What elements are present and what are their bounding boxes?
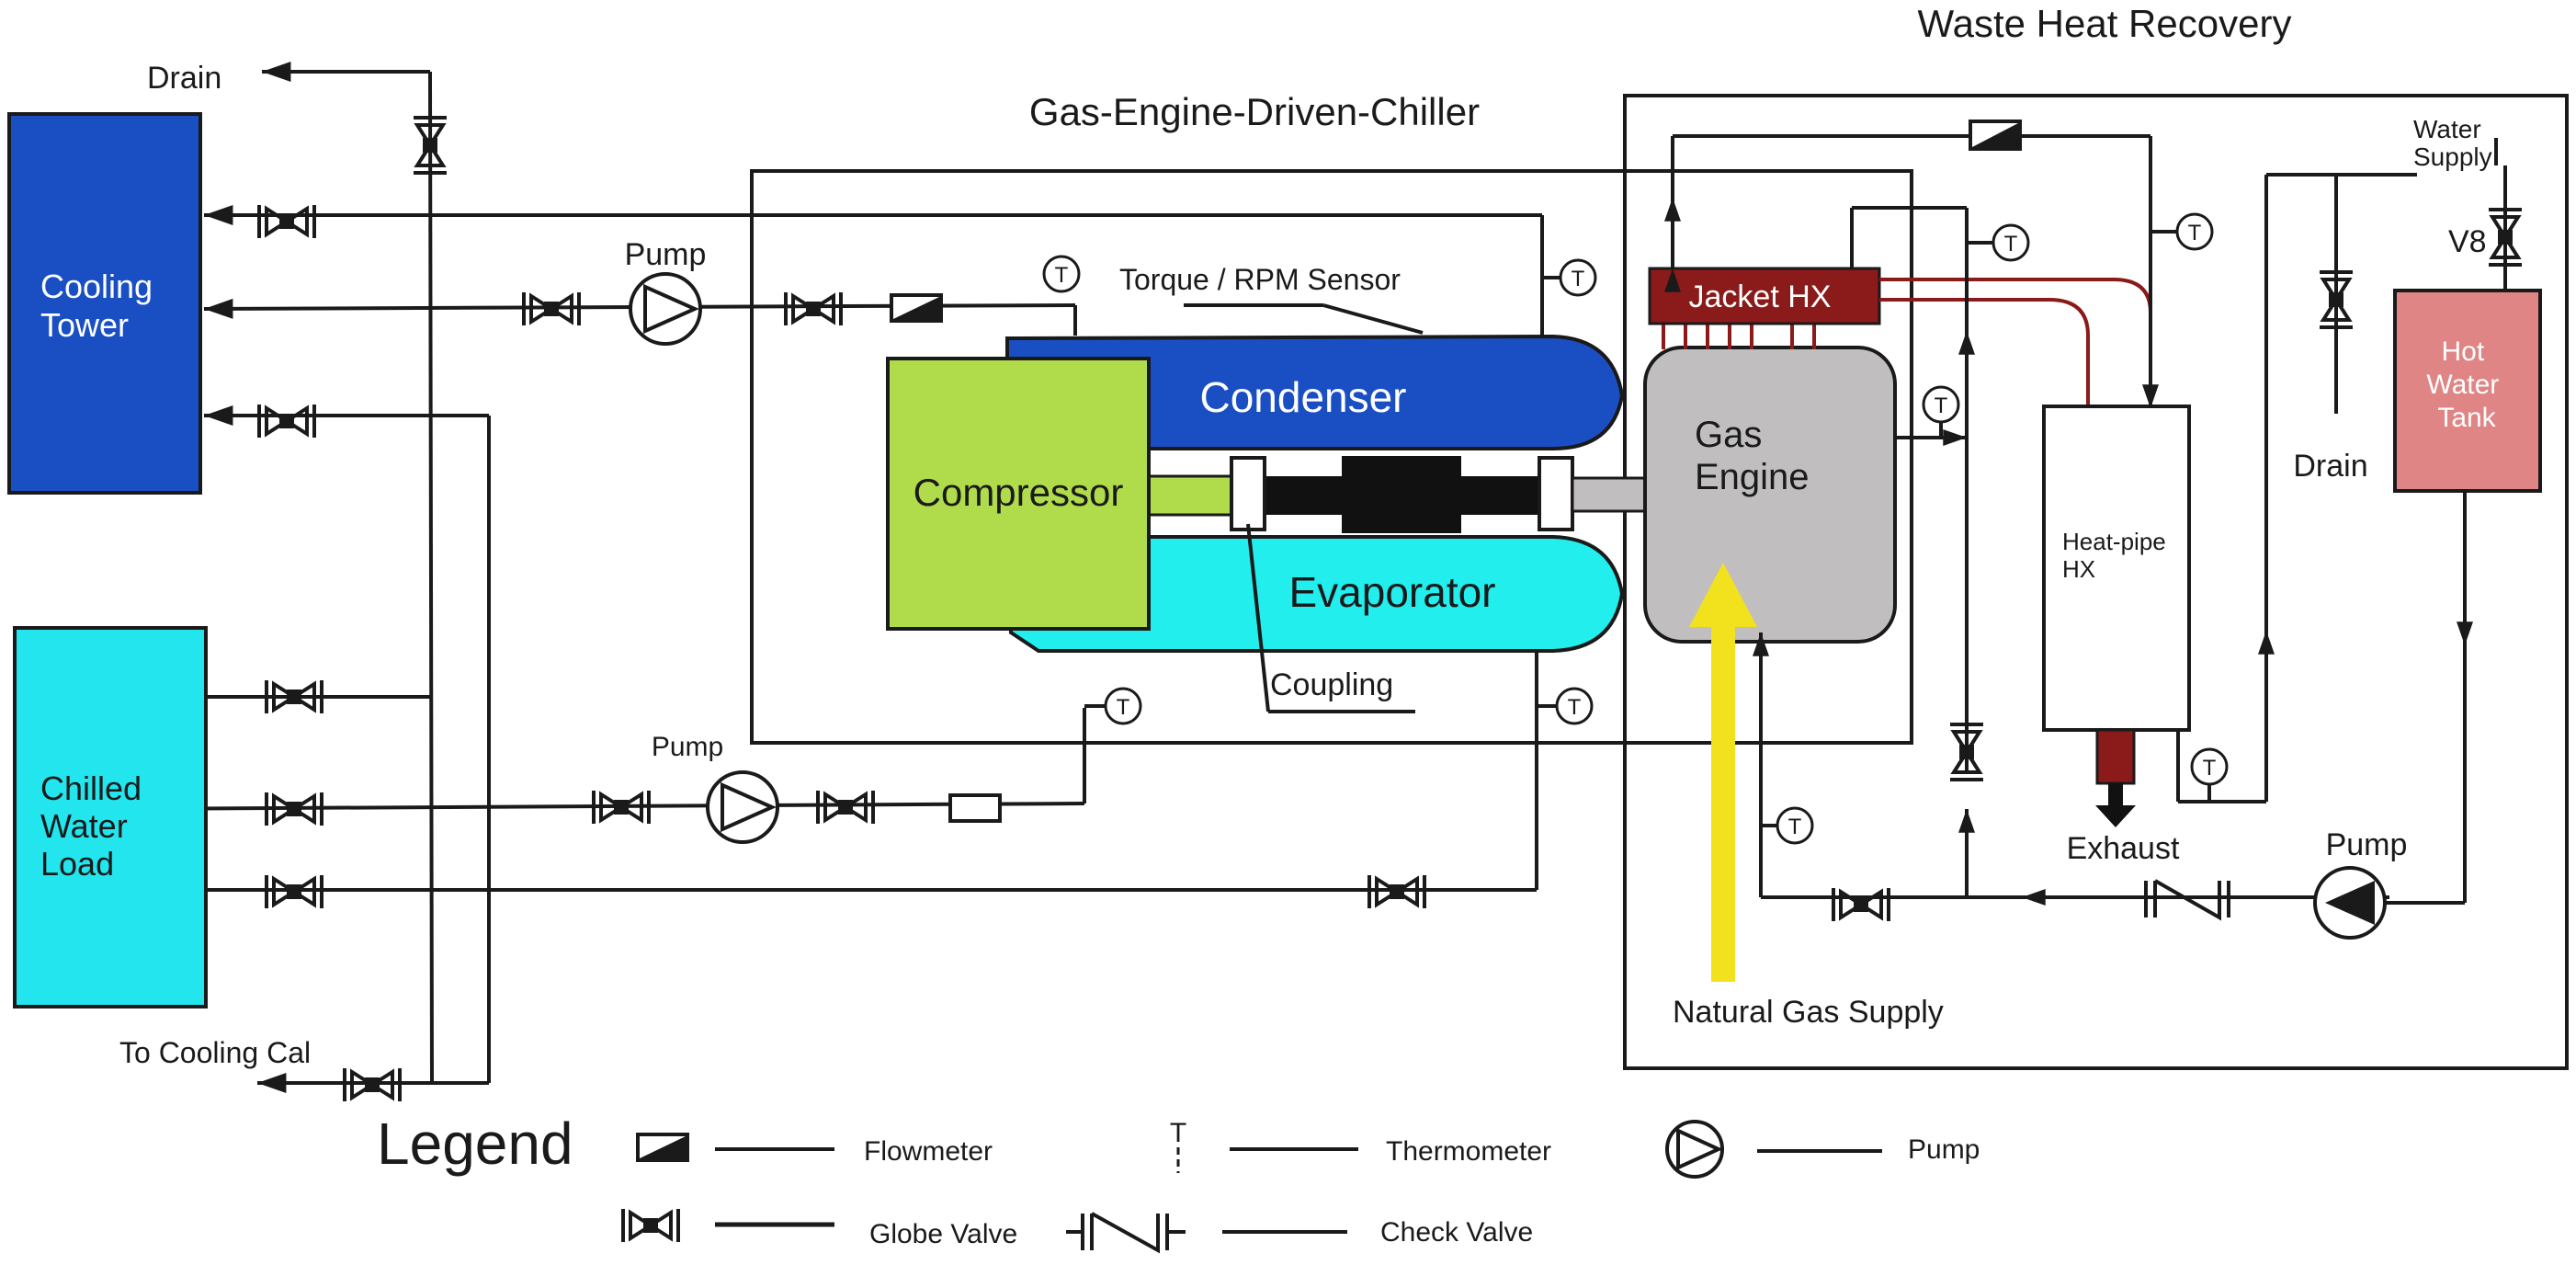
- chilled-water-load: [13, 626, 208, 1009]
- chiller-title: Gas-Engine-Driven-Chiller: [1029, 90, 1480, 133]
- legend-flowmeter-symbol: [636, 1133, 689, 1162]
- evaporator: [1004, 535, 1625, 653]
- legend-pump-label: Pump: [1908, 1134, 1980, 1165]
- cooling-cal-valve[interactable]: [343, 1066, 402, 1103]
- legend-check-valve-label: Check Valve: [1380, 1217, 1533, 1248]
- jacket-hx-connectors: [1662, 322, 1816, 349]
- chilled-supply-valve-1[interactable]: [265, 791, 323, 827]
- natural-gas-label: Natural Gas Supply: [1673, 995, 1944, 1030]
- cooling-tower: [7, 112, 202, 495]
- condenser-pump[interactable]: [629, 272, 702, 346]
- tower-makeup-valve[interactable]: [257, 403, 316, 439]
- exhaust-port: [2095, 728, 2136, 785]
- svg-text:T: T: [1170, 1118, 1186, 1148]
- legend-thermometer-symbol: T: [1170, 1118, 1186, 1173]
- evaporator-thermometer-1: [1104, 687, 1142, 725]
- legend-pump-symbol: [1665, 1120, 1724, 1179]
- return-thermometer: [1776, 806, 1814, 845]
- compressor: [886, 357, 1151, 631]
- cooling-tower-label: Cooling Tower: [40, 268, 162, 344]
- chilled-water-pump[interactable]: [706, 770, 779, 844]
- condenser: [1005, 334, 1625, 450]
- legend-flowmeter-label: Flowmeter: [864, 1136, 993, 1167]
- chiller-boundary: [750, 169, 1913, 745]
- v8-valve[interactable]: [2487, 208, 2524, 267]
- coupling-flange-left: [1230, 456, 1266, 531]
- hot-water-tank: [2393, 289, 2542, 493]
- exhaust-label: Exhaust: [2067, 831, 2180, 866]
- legend-title: Legend: [377, 1111, 573, 1177]
- jacket-hx-label: Jacket HX: [1689, 279, 1832, 314]
- water-supply-label: Water Supply: [2413, 115, 2492, 171]
- engine-thermometer: [1922, 385, 1960, 424]
- pump-right-label: Pump: [2326, 827, 2408, 862]
- gas-engine: [1643, 346, 1897, 644]
- bypass-globe-valve[interactable]: [1948, 723, 1985, 781]
- evaporator-flowmeter: [948, 793, 1002, 823]
- torque-sensor-label: Torque / RPM Sensor: [1119, 263, 1401, 296]
- coupling-label: Coupling: [1270, 667, 1393, 702]
- natural-gas-arrow: [1689, 563, 1757, 982]
- to-cooling-cal-label: To Cooling Cal: [119, 1036, 311, 1069]
- hot-water-tank-label: Hot Water Tank: [2426, 336, 2506, 433]
- heat-pipe-hx-label: Heat-pipe HX: [2062, 528, 2173, 583]
- recovery-thermometer-2: [1992, 223, 2030, 262]
- recovery-check-valve[interactable]: [2144, 879, 2230, 921]
- legend-check-valve-symbol: [1066, 1212, 1186, 1254]
- load-return-valve[interactable]: [265, 873, 323, 910]
- cooling-return-valve[interactable]: [257, 203, 316, 240]
- drain-globe-valve[interactable]: [412, 116, 448, 175]
- evaporator-thermometer-2: [1555, 687, 1594, 725]
- condenser-return-valve[interactable]: [522, 291, 581, 327]
- jacket-hx: [1648, 267, 1881, 325]
- condenser-thermometer-2: [1559, 258, 1597, 297]
- chilled-supply-valve-2[interactable]: [592, 789, 651, 826]
- pump-top-label: Pump: [625, 237, 707, 272]
- compressor-label: Compressor: [914, 471, 1124, 514]
- drain-top-label: Drain: [147, 61, 221, 96]
- engine-shaft: [1571, 476, 1648, 513]
- legend-globe-valve-label: Globe Valve: [869, 1219, 1017, 1249]
- condenser-thermometer-1: [1042, 255, 1081, 293]
- exhaust-thermometer: [2190, 747, 2229, 786]
- compressor-shaft: [1147, 474, 1233, 517]
- exhaust-arrow: [2095, 783, 2136, 827]
- waste-heat-boundary: [1623, 94, 2569, 1070]
- pump-mid-label: Pump: [652, 732, 723, 762]
- legend-globe-valve-symbol: [621, 1207, 680, 1244]
- drain-right-valve[interactable]: [2318, 270, 2355, 329]
- chilled-water-load-label: Chilled Water Load: [40, 769, 151, 883]
- condenser-supply-valve[interactable]: [784, 291, 843, 327]
- coupling-flange-right: [1538, 456, 1574, 531]
- condenser-label: Condenser: [1199, 373, 1406, 421]
- waste-heat-title: Waste Heat Recovery: [1918, 2, 2292, 45]
- chilled-supply-valve-3[interactable]: [816, 789, 875, 826]
- evaporator-return-valve[interactable]: [1367, 873, 1426, 910]
- recovery-return-valve[interactable]: [1832, 886, 1890, 923]
- recovery-thermometer-1: [2175, 212, 2214, 251]
- drain-right-label: Drain: [2293, 449, 2367, 484]
- legend-thermometer-label: Thermometer: [1386, 1136, 1551, 1167]
- coupling-body: [1342, 456, 1461, 533]
- v8-label: V8: [2448, 224, 2487, 259]
- gas-engine-label: Gas Engine: [1695, 415, 1810, 497]
- evaporator-label: Evaporator: [1288, 568, 1495, 616]
- chilled-return-valve[interactable]: [265, 678, 323, 715]
